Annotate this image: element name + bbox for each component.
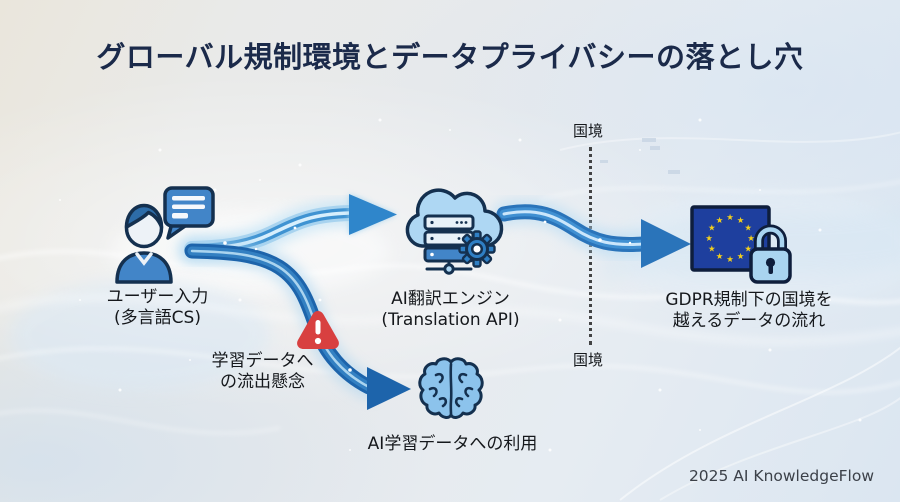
warning-exclamation-icon bbox=[295, 306, 341, 352]
arrow-engine-to-eu bbox=[492, 199, 691, 268]
person-with-speech-bubble-icon bbox=[110, 184, 218, 288]
svg-text:★: ★ bbox=[705, 234, 713, 244]
gdpr-node-label-line1: GDPR規制下の国境を bbox=[665, 290, 833, 310]
network-node bbox=[443, 263, 455, 275]
warning-label-line1: 学習データへ bbox=[211, 351, 314, 371]
svg-text:★: ★ bbox=[726, 255, 734, 265]
svg-text:★: ★ bbox=[744, 224, 752, 234]
gdpr-node-label: GDPR規制下の国境を 越えるデータの流れ bbox=[654, 290, 844, 333]
gear-icon bbox=[458, 230, 496, 268]
svg-text:★: ★ bbox=[708, 224, 716, 234]
lock-icon bbox=[749, 224, 792, 284]
footer-credit: 2025 AI KnowledgeFlow bbox=[688, 467, 874, 485]
eu-star-icon: ★★★ ★★★ ★★★ ★★★ bbox=[705, 213, 755, 265]
user-node-label: ユーザー入力 (多言語CS) bbox=[75, 287, 240, 330]
svg-text:★: ★ bbox=[708, 245, 716, 255]
engine-node-label-line2: (Translation API) bbox=[381, 310, 520, 331]
person-hair bbox=[124, 203, 164, 229]
speech-bubble-lines bbox=[172, 196, 205, 219]
svg-text:★: ★ bbox=[747, 234, 755, 244]
border-label-top: 国境 bbox=[573, 122, 604, 140]
shirt-collar bbox=[135, 252, 153, 266]
page-title: グローバル規制環境とデータプライバシーの落とし穴 bbox=[96, 40, 804, 74]
svg-text:★: ★ bbox=[716, 216, 724, 226]
eu-flag-lock-icon: ★★★ ★★★ ★★★ ★★★ bbox=[690, 205, 792, 287]
engine-node-label-line1: AI翻訳エンジン bbox=[391, 289, 510, 309]
svg-text:★: ★ bbox=[737, 216, 745, 226]
gdpr-node-label-line2: 越えるデータの流れ bbox=[672, 311, 826, 332]
user-node-label-line2: (多言語CS) bbox=[114, 308, 201, 329]
person-body bbox=[115, 251, 173, 284]
brain-folds bbox=[428, 362, 474, 416]
svg-text:★: ★ bbox=[737, 252, 745, 262]
svg-text:★: ★ bbox=[726, 213, 734, 223]
user-node-label-line1: ユーザー入力 bbox=[106, 287, 209, 307]
svg-text:★: ★ bbox=[716, 252, 724, 262]
arrow-sparkles bbox=[223, 220, 632, 372]
arrow-user-to-training bbox=[180, 239, 411, 410]
engine-node-label: AI翻訳エンジン (Translation API) bbox=[368, 289, 533, 332]
warning-label: 学習データへ の流出懸念 bbox=[190, 351, 335, 394]
brain-icon bbox=[416, 354, 486, 422]
svg-text:★: ★ bbox=[744, 245, 752, 255]
training-node-label: AI学習データへの利用 bbox=[355, 434, 550, 455]
warning-label-line2: の流出懸念 bbox=[220, 372, 305, 393]
cloud-server-gear-icon bbox=[395, 178, 505, 278]
border-label-bottom: 国境 bbox=[573, 351, 604, 369]
training-node-label-line1: AI学習データへの利用 bbox=[367, 434, 538, 454]
